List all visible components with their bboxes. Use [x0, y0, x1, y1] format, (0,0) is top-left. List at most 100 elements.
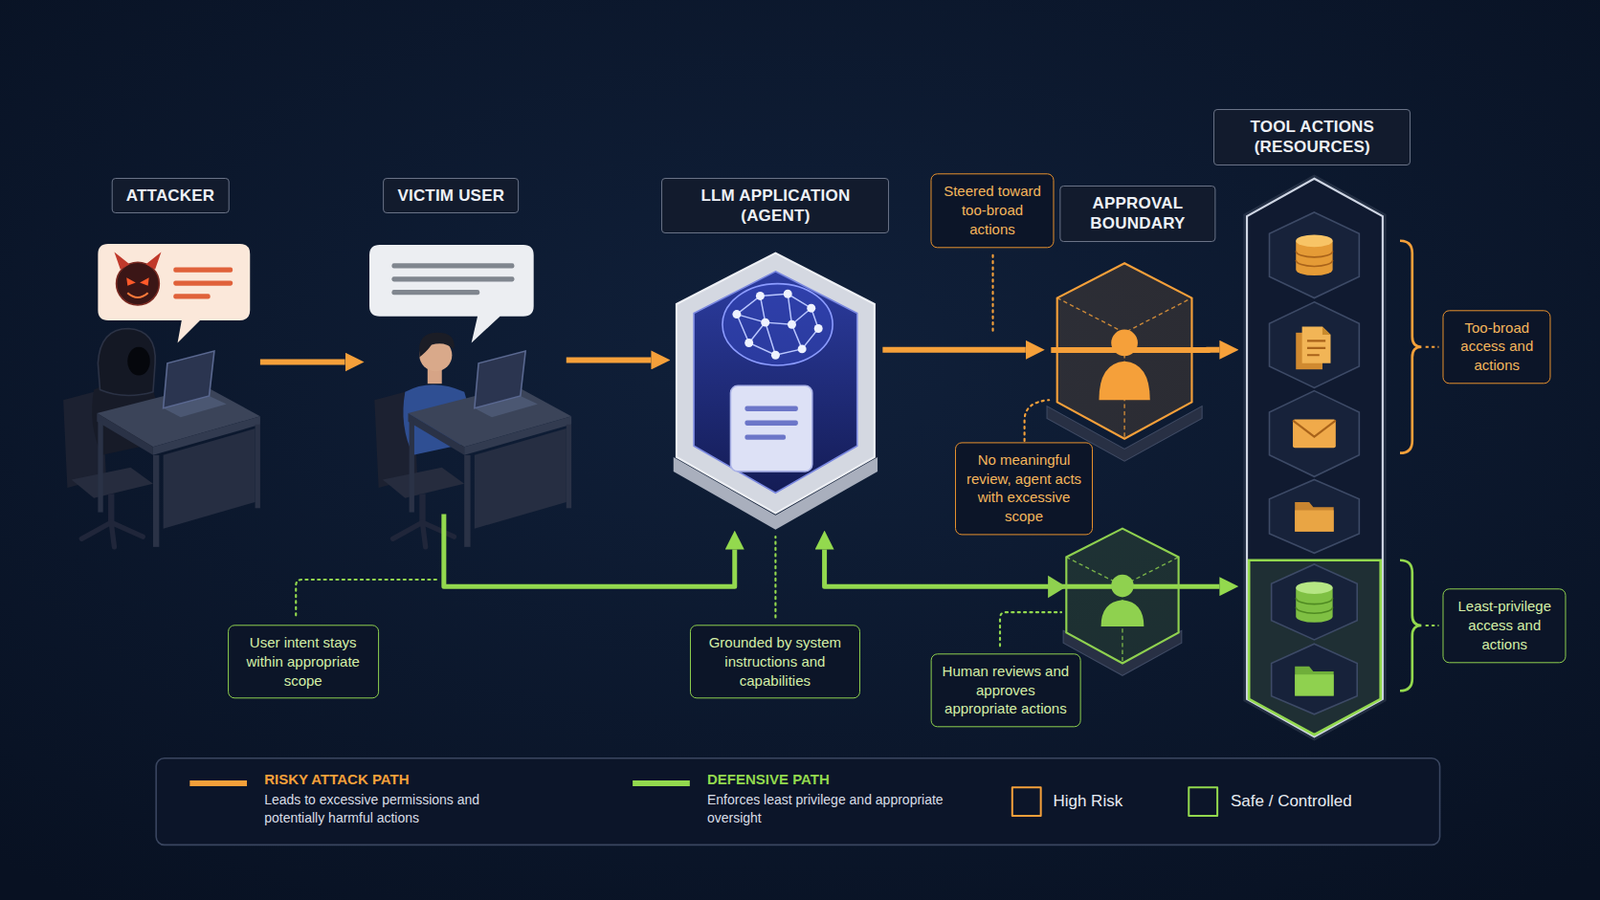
agent-cube — [732, 310, 741, 319]
victim-panel: VICTIM USER — [362, 177, 567, 515]
review-cube — [1111, 575, 1134, 598]
scope-bracket — [1425, 624, 1440, 627]
attack-path — [260, 359, 346, 366]
resource-column — [1292, 419, 1336, 448]
callout-text: Human reviews and approves appropriate a… — [939, 662, 1071, 719]
attacker-figure — [96, 351, 261, 548]
attacker-speech-bubble — [97, 244, 250, 343]
resource-column — [1246, 178, 1383, 738]
agent-cube — [814, 324, 823, 334]
safe-callout: User intent stays within appropriate sco… — [227, 624, 379, 699]
resource-column — [1271, 644, 1358, 715]
scope-bracket — [1400, 241, 1422, 454]
agent-cube — [730, 385, 812, 472]
attacker-figure — [63, 329, 261, 548]
review-cube — [1066, 529, 1178, 665]
review-cube — [1101, 600, 1145, 627]
resource-column — [1269, 302, 1360, 389]
attacker-speech-bubble — [173, 267, 233, 273]
attacker-speech-bubble — [173, 293, 210, 299]
approval-cube — [1057, 298, 1193, 440]
victim-figure — [408, 351, 573, 548]
resource-column — [1295, 234, 1333, 247]
attacker-speech-bubble — [97, 244, 250, 343]
legend-text: Safe / Controlled — [1230, 792, 1353, 812]
resource-column — [1246, 178, 1383, 738]
resource-column — [1322, 326, 1332, 335]
approval-cube — [1046, 263, 1202, 462]
resource-column — [1246, 178, 1383, 738]
victim-figure — [419, 333, 455, 358]
leader-line — [774, 536, 777, 618]
resource-column — [1271, 564, 1358, 641]
attacker-speech-bubble — [173, 280, 233, 286]
callout-text: No meaningful review, agent acts with ex… — [964, 450, 1084, 527]
agent-cube — [806, 304, 816, 313]
resource-column — [1295, 598, 1333, 614]
resource-column — [1269, 391, 1360, 478]
agent-cube — [693, 271, 858, 494]
scope-bracket — [1400, 560, 1422, 692]
resource-panel: TOOL ACTIONS (RESOURCES) — [1236, 109, 1390, 739]
resource-column — [1307, 340, 1326, 356]
legend-swatch — [1012, 787, 1042, 817]
callout-text: Steered toward too-broad actions — [939, 181, 1045, 239]
agent-cube — [783, 289, 793, 299]
resource-column — [1292, 421, 1336, 438]
agent-cube — [722, 284, 833, 366]
resource-column — [1295, 581, 1333, 595]
risk-callout: Steered toward too-broad actions — [930, 173, 1054, 247]
attacker-speech-bubble — [127, 292, 148, 298]
resource-column — [1248, 560, 1381, 735]
leader-line — [991, 255, 994, 335]
victim-speech-bubble — [369, 244, 534, 343]
attack-path — [882, 347, 1025, 354]
legend-text: High Risk — [1052, 792, 1123, 812]
review-cube — [1066, 557, 1178, 665]
attacker-figure — [127, 347, 150, 377]
approval-cube — [1098, 361, 1150, 401]
legend-swatch — [189, 780, 247, 787]
callout-text: User intent stays within appropriate sco… — [237, 633, 370, 690]
agent-cube — [673, 253, 878, 531]
attacker-panel: ATTACKER — [41, 177, 261, 526]
agent-cube — [744, 338, 754, 348]
resource-column — [1269, 212, 1360, 715]
agent-cube — [744, 406, 798, 412]
callout-text: Least-privilege access and actions — [1452, 597, 1557, 654]
attack-path — [566, 356, 652, 363]
agent-cube — [736, 293, 819, 356]
attacker-figure — [97, 329, 156, 397]
attacker-speech-bubble — [126, 277, 149, 287]
scope-bracket — [1400, 241, 1440, 692]
resource-column — [1269, 479, 1360, 554]
victim-speech-bubble — [391, 276, 514, 282]
resource-column — [1302, 326, 1332, 363]
agent-cube — [676, 253, 875, 514]
agent-cube — [760, 318, 770, 328]
legend-swatch — [1188, 787, 1218, 817]
leader-line — [1000, 612, 1062, 646]
section-heading: APPROVAL BOUNDARY — [1059, 185, 1216, 243]
section-heading: LLM APPLICATION (AGENT) — [661, 177, 889, 235]
victim-speech-bubble — [369, 244, 534, 343]
risk-callout: Too-broad access and actions — [1443, 310, 1552, 384]
agent-cube — [798, 344, 807, 354]
resource-column — [1269, 212, 1360, 299]
victim-speech-bubble — [391, 263, 514, 268]
agent-cube — [755, 291, 765, 301]
approval-cube — [1057, 263, 1193, 440]
resource-column — [1294, 674, 1334, 696]
defensive-path — [444, 513, 735, 587]
section-heading: VICTIM USER — [382, 177, 519, 214]
leader-line — [295, 579, 439, 616]
review-cube — [1047, 576, 1067, 599]
agent-cube — [787, 320, 797, 330]
approval-cube — [1111, 330, 1138, 357]
agent-panel: LLM APPLICATION (AGENT) — [667, 177, 883, 534]
legend-description: Leads to excessive permissions and poten… — [264, 791, 514, 828]
agent-cube — [744, 421, 798, 426]
leader-line — [1024, 400, 1050, 442]
